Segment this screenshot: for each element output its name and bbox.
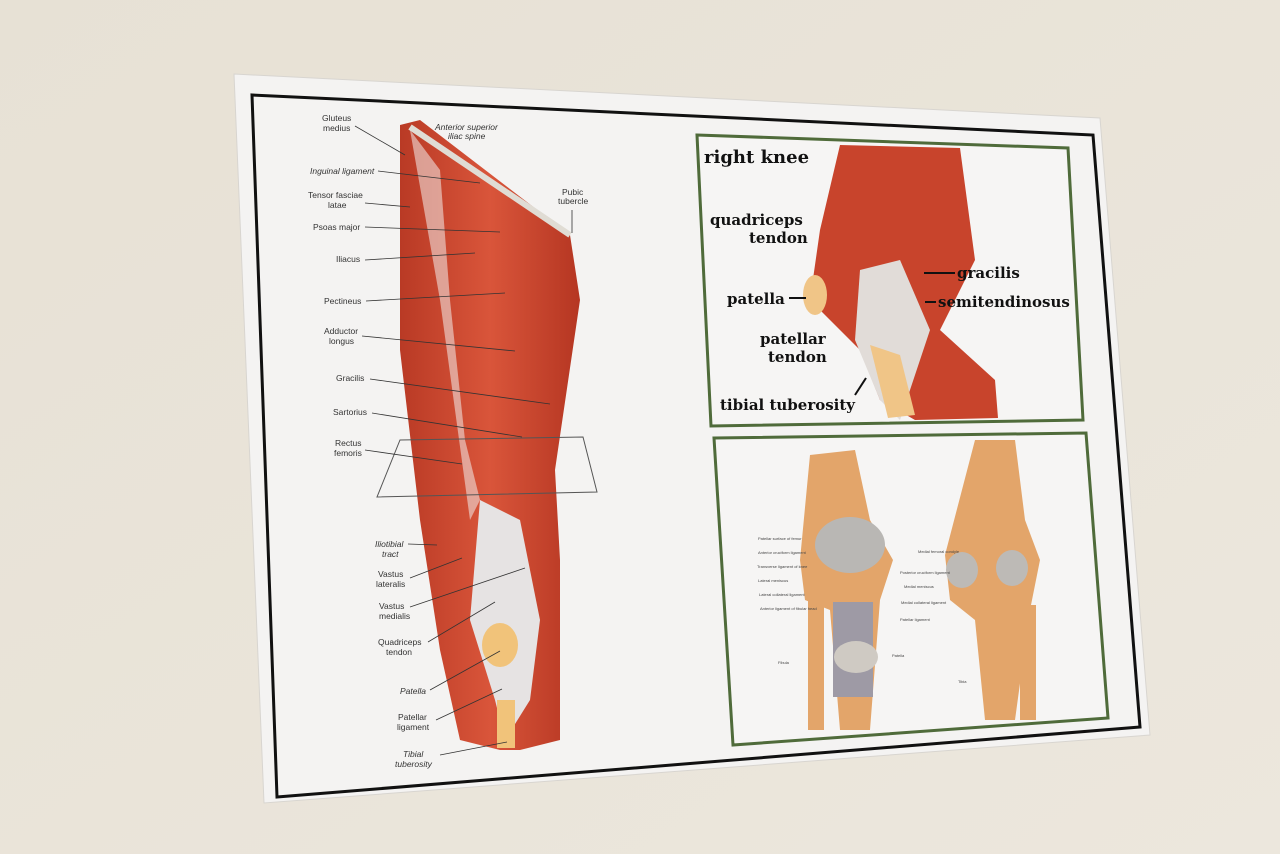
thigh-muscle-illustration (376, 120, 598, 750)
svg-text:Inguinal ligament: Inguinal ligament (310, 166, 375, 176)
svg-text:Pectineus: Pectineus (324, 296, 361, 306)
svg-text:Iliacus: Iliacus (336, 254, 360, 264)
svg-text:Patella: Patella (400, 686, 426, 696)
svg-text:Psoas major: Psoas major (313, 222, 360, 232)
svg-text:gracilis: gracilis (957, 264, 1020, 282)
right-knee-title: right knee (704, 147, 809, 168)
svg-text:Sartorius: Sartorius (333, 407, 367, 417)
svg-text:semitendinosus: semitendinosus (938, 293, 1070, 311)
svg-text:tibial tuberosity: tibial tuberosity (720, 396, 856, 414)
svg-text:Gracilis: Gracilis (336, 373, 364, 383)
svg-text:patella: patella (727, 290, 785, 308)
poster-border (250, 93, 1142, 799)
